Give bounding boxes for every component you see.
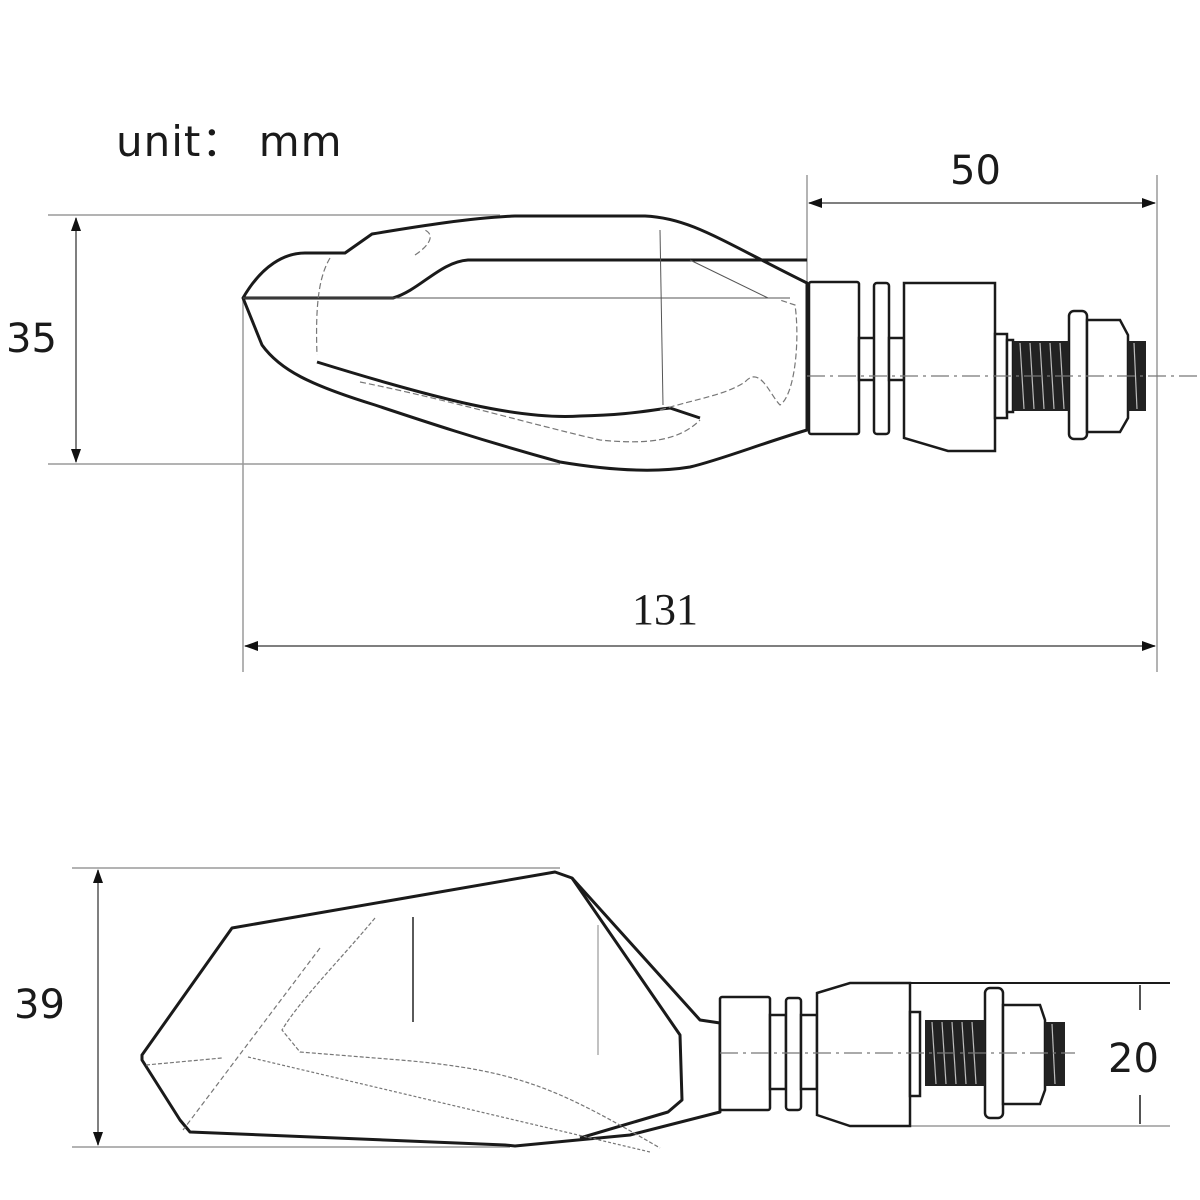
side-height-label: 39: [14, 982, 65, 1028]
top-section-lines: [243, 229, 790, 406]
stem-length-label: 50: [950, 148, 1001, 194]
side-housing: [140, 870, 722, 1148]
top-height-label: 35: [6, 316, 57, 362]
side-dimension-arrows: [93, 869, 1141, 1146]
top-extension-lines: [48, 175, 1158, 672]
side-stem: [718, 981, 1047, 1128]
top-stem: [807, 280, 1130, 453]
stem-diameter-label: 20: [1108, 1036, 1159, 1082]
top-housing: [241, 214, 809, 472]
side-lens-lines: [145, 917, 661, 1153]
top-dimension-arrows: [71, 198, 1156, 651]
top-view: [48, 175, 1200, 672]
unit-label: unit： mm: [116, 117, 343, 166]
side-extension-lines: [72, 867, 1170, 1148]
top-lens-lines: [315, 229, 798, 443]
total-length-label: 131: [632, 585, 698, 634]
side-view: [72, 867, 1170, 1153]
